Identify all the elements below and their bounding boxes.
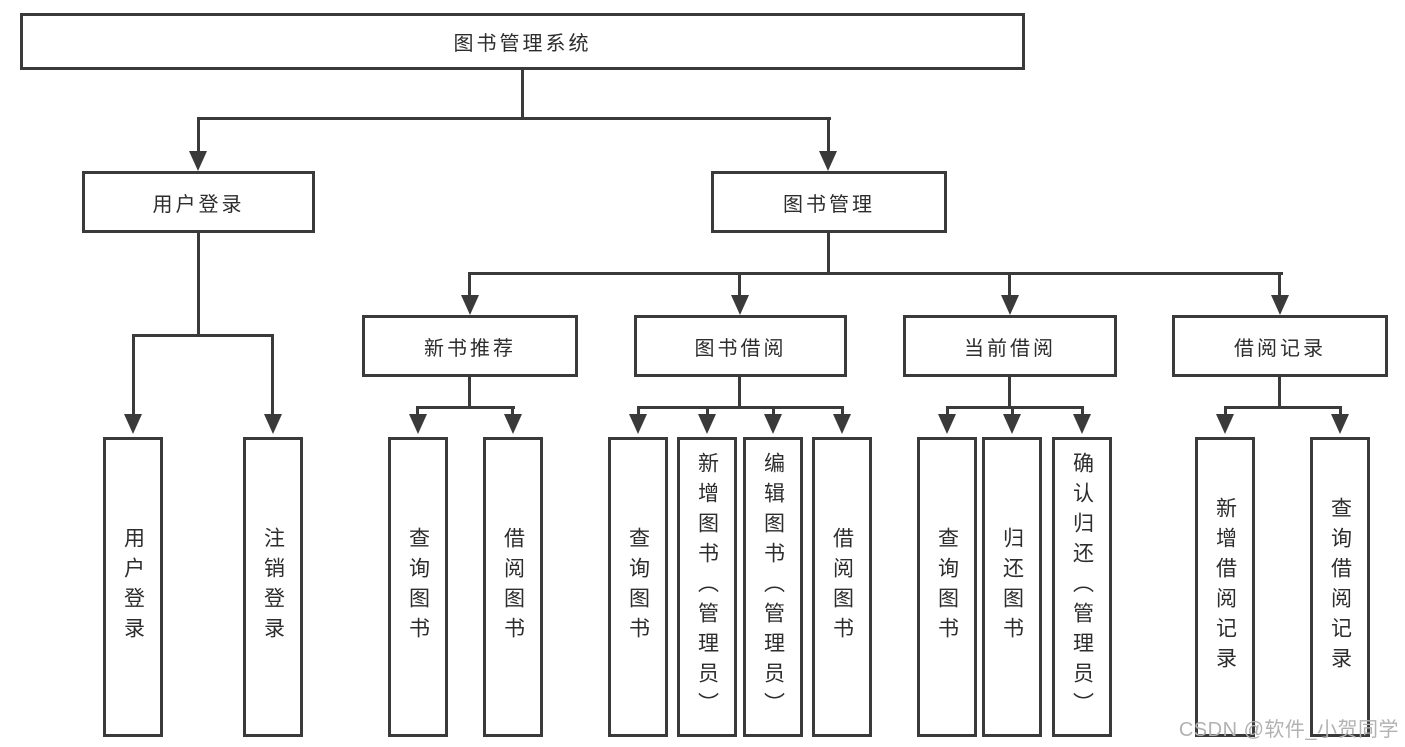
node-label: 查询借阅记录	[1328, 497, 1352, 677]
arrowhead-icon	[504, 414, 522, 434]
node-book-borrow: 图书借阅	[634, 315, 847, 377]
connector-stem	[132, 334, 135, 416]
connector-stem	[468, 272, 471, 296]
leaf-query-books-borrow: 查询图书	[608, 437, 668, 737]
connector-horizontal	[416, 406, 515, 409]
arrowhead-icon	[1001, 295, 1019, 315]
node-root: 图书管理系统	[20, 13, 1025, 70]
connector-level3-horizontal	[469, 272, 1283, 275]
arrowhead-icon	[1271, 295, 1289, 315]
connector-horizontal	[637, 406, 844, 409]
arrowhead-icon	[1073, 414, 1091, 434]
leaf-query-borrow-record: 查询借阅记录	[1310, 437, 1370, 737]
connector-stem	[1011, 406, 1014, 416]
node-label: 借阅图书	[830, 527, 854, 647]
connector-vertical	[468, 377, 471, 408]
connector-stem	[1008, 272, 1011, 296]
node-current-borrow: 当前借阅	[903, 315, 1117, 377]
arrowhead-icon	[409, 414, 427, 434]
connector-stem	[827, 117, 830, 153]
node-label: 用户登录	[152, 193, 245, 216]
node-borrow-records: 借阅记录	[1172, 315, 1388, 377]
connector-stem	[511, 406, 514, 416]
node-label: 借阅记录	[1234, 337, 1326, 360]
connector-stem	[841, 406, 844, 416]
connector-stem	[637, 406, 640, 416]
connector-stem	[706, 406, 709, 416]
leaf-confirm-return-admin: 确认归还（管理员）	[1052, 437, 1112, 737]
node-label: 编辑图书（管理员）	[761, 452, 785, 722]
arrowhead-icon	[461, 295, 479, 315]
leaf-query-books-current: 查询图书	[917, 437, 977, 737]
leaf-add-borrow-record: 新增借阅记录	[1195, 437, 1255, 737]
node-user-login: 用户登录	[82, 171, 315, 233]
arrowhead-icon	[1216, 414, 1234, 434]
leaf-edit-books-admin: 编辑图书（管理员）	[743, 437, 803, 737]
node-label: 确认归还（管理员）	[1070, 452, 1094, 722]
connector-stem	[197, 117, 200, 153]
node-label: 查询图书	[626, 527, 650, 647]
connector-stem	[1224, 406, 1227, 416]
node-label: 新增图书（管理员）	[695, 452, 719, 722]
connector-stem	[1081, 406, 1084, 416]
connector-horizontal	[132, 334, 274, 337]
node-label: 注销登录	[261, 527, 285, 647]
arrowhead-icon	[264, 414, 282, 434]
connector-stem	[738, 272, 741, 296]
connector-horizontal	[1224, 406, 1342, 409]
leaf-user-login: 用户登录	[103, 437, 163, 737]
connector-root-vertical	[521, 70, 524, 120]
node-label: 新增借阅记录	[1213, 497, 1237, 677]
connector-level2-horizontal	[197, 117, 831, 120]
arrowhead-icon	[764, 414, 782, 434]
connector-stem	[1278, 272, 1281, 296]
node-label: 查询图书	[935, 527, 959, 647]
node-label: 新书推荐	[424, 337, 516, 360]
connector-stem	[271, 334, 274, 416]
connector-stem	[946, 406, 949, 416]
connector-stem	[1339, 406, 1342, 416]
arrowhead-icon	[938, 414, 956, 434]
leaf-return-books: 归还图书	[982, 437, 1042, 737]
arrowhead-icon	[698, 414, 716, 434]
arrowhead-icon	[819, 151, 837, 171]
csdn-watermark: CSDN @软件_小贺同学	[1178, 719, 1399, 741]
arrowhead-icon	[189, 151, 207, 171]
connector-stem	[416, 406, 419, 416]
connector-vertical	[1278, 377, 1281, 408]
node-label: 图书管理	[783, 193, 875, 216]
arrowhead-icon	[731, 295, 749, 315]
arrowhead-icon	[124, 414, 142, 434]
connector-stem	[772, 406, 775, 416]
node-label: 借阅图书	[501, 527, 525, 647]
leaf-logout: 注销登录	[243, 437, 303, 737]
node-new-book-recommend: 新书推荐	[362, 315, 578, 377]
node-label: 查询图书	[406, 527, 430, 647]
connector-vertical	[738, 377, 741, 408]
node-label: 图书管理系统	[453, 33, 592, 55]
node-label: 当前借阅	[964, 337, 1056, 360]
leaf-query-books-recommend: 查询图书	[388, 437, 448, 737]
node-label: 归还图书	[1000, 527, 1024, 647]
node-book-management: 图书管理	[711, 171, 947, 233]
arrowhead-icon	[1003, 414, 1021, 434]
node-label: 用户登录	[121, 527, 145, 647]
arrowhead-icon	[1331, 414, 1349, 434]
arrowhead-icon	[629, 414, 647, 434]
connector-horizontal	[946, 406, 1084, 409]
arrowhead-icon	[833, 414, 851, 434]
node-label: 图书借阅	[694, 337, 787, 360]
leaf-add-books-admin: 新增图书（管理员）	[677, 437, 737, 737]
leaf-borrow-books: 借阅图书	[812, 437, 872, 737]
connector-vertical	[827, 233, 830, 274]
leaf-borrow-books-recommend: 借阅图书	[483, 437, 543, 737]
connector-vertical	[1008, 377, 1011, 408]
connector-vertical	[197, 233, 200, 337]
